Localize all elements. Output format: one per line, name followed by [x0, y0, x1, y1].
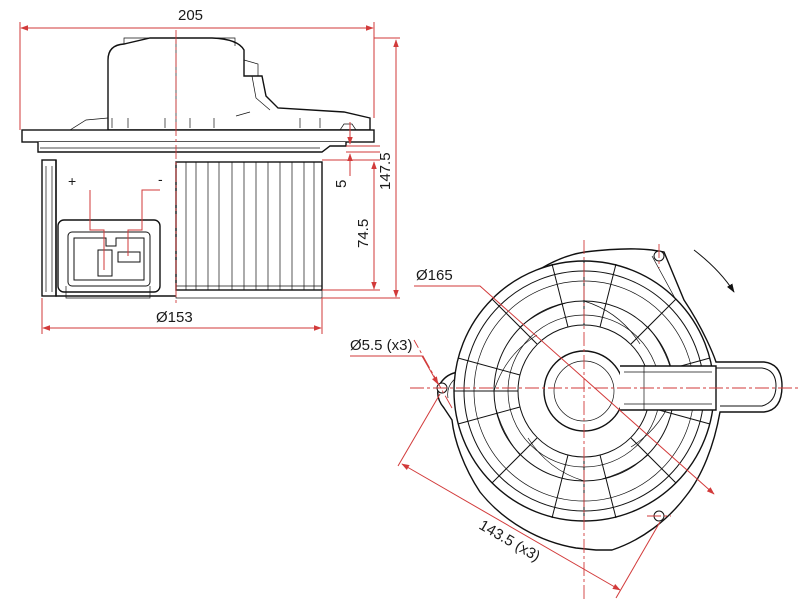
mounting-flange	[21, 129, 375, 143]
dim-147-5: 147.5	[377, 152, 394, 190]
positive-lead	[89, 190, 105, 270]
front-view: Ø165 Ø5.5 (x3) 143.5 (x3)	[350, 240, 800, 600]
leader-165	[414, 285, 715, 495]
side-view: + - 205 5 74.5	[19, 7, 400, 334]
rotation-arrow	[693, 249, 735, 293]
positive-terminal-label: +	[68, 173, 76, 189]
motor-housing	[107, 37, 371, 131]
housing-step	[243, 59, 259, 76]
flange-lower-step	[37, 142, 347, 153]
dim-5-5: Ø5.5 (x3)	[350, 337, 413, 354]
side-body	[55, 160, 176, 297]
negative-terminal-label: -	[158, 171, 163, 187]
dim-153: Ø153	[156, 309, 193, 326]
housing-top-rim	[123, 37, 236, 46]
blower-wheel	[175, 161, 323, 299]
negative-lead	[127, 189, 160, 256]
scroll-wall-left	[41, 159, 57, 297]
dim-5: 5	[333, 180, 350, 188]
leader-5-5	[350, 355, 439, 385]
dim-205: 205	[178, 7, 203, 24]
dim-74-5: 74.5	[355, 219, 372, 248]
housing-slope	[251, 75, 271, 111]
dim-165: Ø165	[416, 267, 453, 284]
connector: + -	[57, 171, 163, 299]
dim-line-143-5	[401, 463, 621, 591]
